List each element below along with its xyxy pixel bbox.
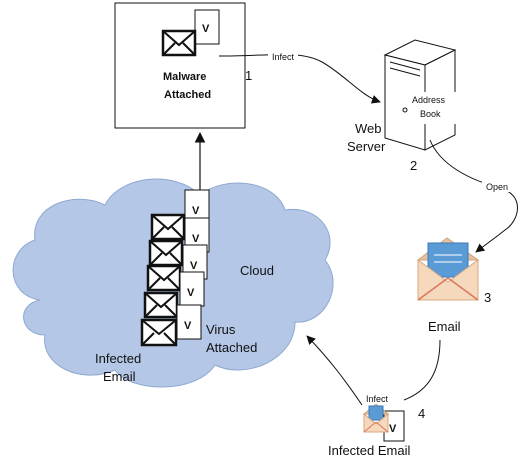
virus-tag: V (192, 233, 200, 245)
infected-email-icon: V (362, 403, 405, 442)
email-label: Email (428, 319, 461, 334)
virus-tag: V (190, 260, 198, 272)
malware-label-line1: Malware (163, 71, 206, 83)
infect-label-top: Infect (272, 52, 295, 62)
web-server-label-line2: Server (347, 139, 386, 154)
virus-tag: V (389, 423, 397, 435)
step-number-1: 1 (245, 68, 252, 83)
infected-email-label-line1: Infected (95, 351, 141, 366)
arrow-infected-to-cloud (306, 335, 363, 406)
envelope-stack: V V V V (140, 189, 210, 347)
arrow-open-to-email (429, 139, 518, 253)
step-number-4: 4 (418, 406, 425, 421)
virus-tag: V (187, 287, 195, 299)
step-number-3: 3 (484, 290, 491, 305)
arrow-email-to-infected (403, 339, 441, 401)
address-book-line2: Book (420, 109, 441, 119)
infected-email-label: Infected Email (328, 443, 410, 458)
virus-tag: V (202, 23, 210, 35)
virus-tag: V (184, 320, 192, 332)
step-number-2: 2 (410, 158, 417, 173)
web-server-label-line1: Web (355, 121, 382, 136)
open-envelope-icon (416, 237, 480, 301)
arrow-infect-to-server (218, 54, 381, 104)
envelope-icon: V (140, 304, 202, 347)
infected-email-label-line2: Email (103, 369, 136, 384)
web-server-icon: Address Book (383, 39, 460, 151)
malware-label-line2: Attached (164, 89, 211, 101)
cloud-label: Cloud (240, 263, 274, 278)
infect-label-bottom: Infect (366, 394, 389, 404)
address-book-line1: Address (412, 95, 446, 105)
virus-tag: V (192, 205, 200, 217)
virus-attached-label-line2: Attached (206, 340, 257, 355)
envelope-icon (161, 29, 197, 57)
virus-attached-label-line1: Virus (206, 322, 236, 337)
open-label: Open (486, 182, 508, 192)
malware-attached-box: V Malware Attached 1 (114, 2, 252, 129)
